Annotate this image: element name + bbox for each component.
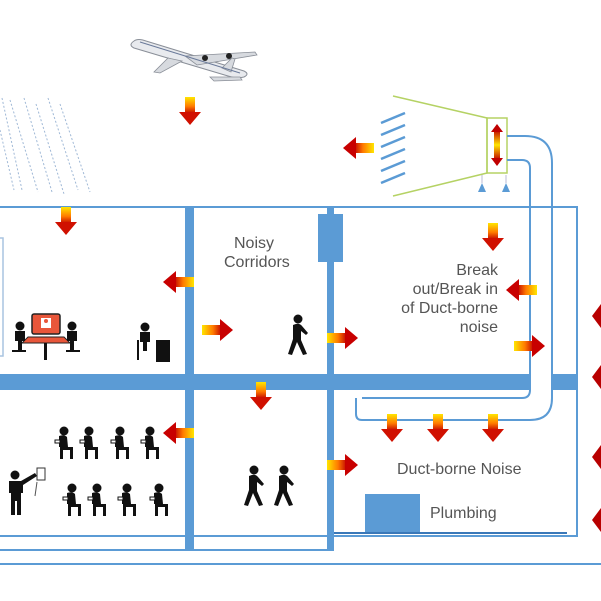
rain-icon: [0, 97, 91, 195]
noise-arrow: [55, 207, 77, 235]
plumbing-block: [365, 494, 420, 532]
external-noise-arrows: [592, 304, 601, 532]
label-line: Corridors: [224, 254, 290, 271]
duct-noise-arrow: [427, 414, 449, 442]
walking-pair-icon: [244, 465, 264, 506]
noise-arrow: [506, 279, 537, 301]
desk-worker-icon: [137, 322, 170, 362]
hvac-radiated-arrow: [343, 137, 374, 159]
hvac-unit-icon: [380, 95, 510, 197]
airplane-icon: [130, 39, 258, 82]
aircraft-noise-arrow: [179, 97, 201, 125]
walking-pair-icon: [274, 465, 294, 506]
label-line: of Duct-borne: [401, 300, 498, 317]
walking-person-icon: [288, 314, 308, 355]
classroom-icon: [54, 426, 169, 517]
meeting-icon: [12, 313, 80, 360]
break-out-label: Break out/Break in of Duct-borne noise: [380, 261, 498, 337]
label-line: Noisy: [233, 235, 274, 252]
label-line: noise: [459, 319, 498, 336]
duct-noise-arrow: [381, 414, 403, 442]
duct-borne-noise-label: Duct-borne Noise: [397, 461, 522, 478]
label-line: out/Break in: [412, 281, 498, 298]
building-walls: [0, 206, 601, 565]
duct: [355, 135, 553, 421]
noise-arrow: [482, 223, 504, 251]
noise-arrow: [202, 319, 233, 341]
label-line: Break: [456, 262, 498, 279]
presenter-icon: [9, 467, 46, 515]
plumbing-label: Plumbing: [430, 505, 497, 522]
noisy-corridors-label: Noisy Corridors: [224, 234, 290, 272]
duct-noise-arrow: [482, 414, 504, 442]
